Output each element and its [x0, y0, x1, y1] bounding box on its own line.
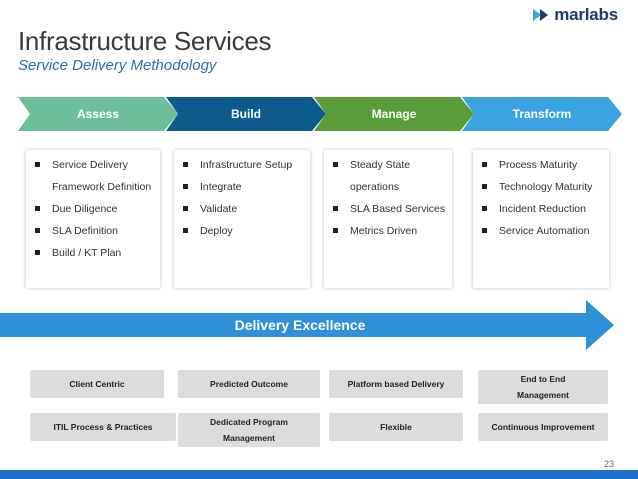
page-subtitle: Service Delivery Methodology — [18, 57, 217, 74]
phase-label: Manage — [371, 107, 417, 121]
footer-bar — [0, 470, 638, 479]
phase-card-assess: Service Delivery Framework Definition Du… — [26, 150, 160, 288]
attribute-box: Client Centric — [30, 370, 164, 398]
marlabs-logo: marlabs — [532, 5, 618, 25]
list-item: Incident Reduction — [473, 198, 603, 220]
page-number: 23 — [603, 459, 614, 469]
list-item: Service Delivery Framework Definition — [26, 154, 154, 198]
list-item: Metrics Driven — [324, 220, 446, 242]
list-item: Service Automation — [473, 220, 603, 242]
list-item: Build / KT Plan — [26, 242, 154, 264]
attribute-box: ITIL Process & Practices — [30, 413, 176, 441]
phase-label: Assess — [76, 107, 120, 121]
list-item: Steady State operations — [324, 154, 446, 198]
phase-1-fill — [166, 97, 326, 131]
attribute-box: Predicted Outcome — [178, 370, 320, 398]
chevron-shape — [314, 97, 474, 131]
phase-assess: Assess — [18, 97, 178, 131]
phase-card-manage: Steady State operations SLA Based Servic… — [324, 150, 452, 288]
phase-2-fill — [314, 97, 474, 131]
arrow-shape — [0, 300, 614, 350]
attribute-box: Platform based Delivery — [329, 370, 463, 398]
page-title: Infrastructure Services — [18, 26, 272, 56]
list-item: Deploy — [174, 220, 304, 242]
arrow-fill — [0, 300, 614, 350]
attribute-box: Flexible — [329, 413, 463, 441]
chevron-shape — [462, 97, 622, 131]
phase-0-fill — [18, 97, 178, 131]
phase-manage: Manage — [314, 97, 474, 131]
delivery-excellence-label: Delivery Excellence — [234, 317, 366, 333]
attribute-box: Continuous Improvement — [478, 413, 608, 441]
attribute-box: Dedicated Program Management — [178, 413, 320, 447]
phase-card-transform: Process Maturity Technology Maturity Inc… — [473, 150, 609, 288]
list-item: Integrate — [174, 176, 304, 198]
list-item: Process Maturity — [473, 154, 603, 176]
marlabs-logo-mark-icon — [533, 9, 549, 21]
phase-card-build: Infrastructure Setup Integrate Validate … — [174, 150, 310, 288]
list-item: SLA Definition — [26, 220, 154, 242]
logo-text: marlabs — [554, 5, 618, 24]
list-item: Infrastructure Setup — [174, 154, 304, 176]
attribute-box: End to End Management — [478, 370, 608, 404]
chevron-shape — [18, 97, 178, 131]
phase-label: Transform — [512, 107, 572, 121]
chevron-shape — [166, 97, 326, 131]
phase-build: Build — [166, 97, 326, 131]
list-item: Technology Maturity — [473, 176, 603, 198]
delivery-excellence-arrow: Delivery Excellence — [0, 300, 614, 350]
phase-label: Build — [231, 107, 261, 121]
list-item: SLA Based Services — [324, 198, 446, 220]
list-item: Validate — [174, 198, 304, 220]
list-item: Due Diligence — [26, 198, 154, 220]
phase-transform: Transform — [462, 97, 622, 131]
phase-3-fill — [462, 97, 622, 131]
